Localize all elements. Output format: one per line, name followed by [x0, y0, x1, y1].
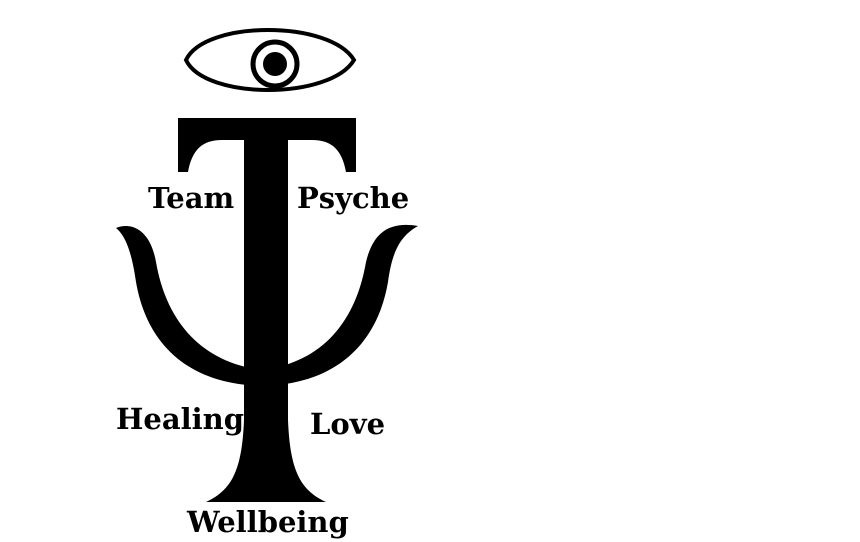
label-psyche: Psyche	[297, 181, 410, 215]
eye-icon	[183, 28, 357, 92]
label-love: Love	[310, 407, 386, 441]
t-letter-icon	[178, 118, 356, 502]
label-healing: Healing	[116, 402, 245, 436]
label-team: Team	[148, 181, 235, 215]
label-wellbeing: Wellbeing	[187, 505, 349, 539]
psi-symbol-icon	[116, 224, 418, 386]
